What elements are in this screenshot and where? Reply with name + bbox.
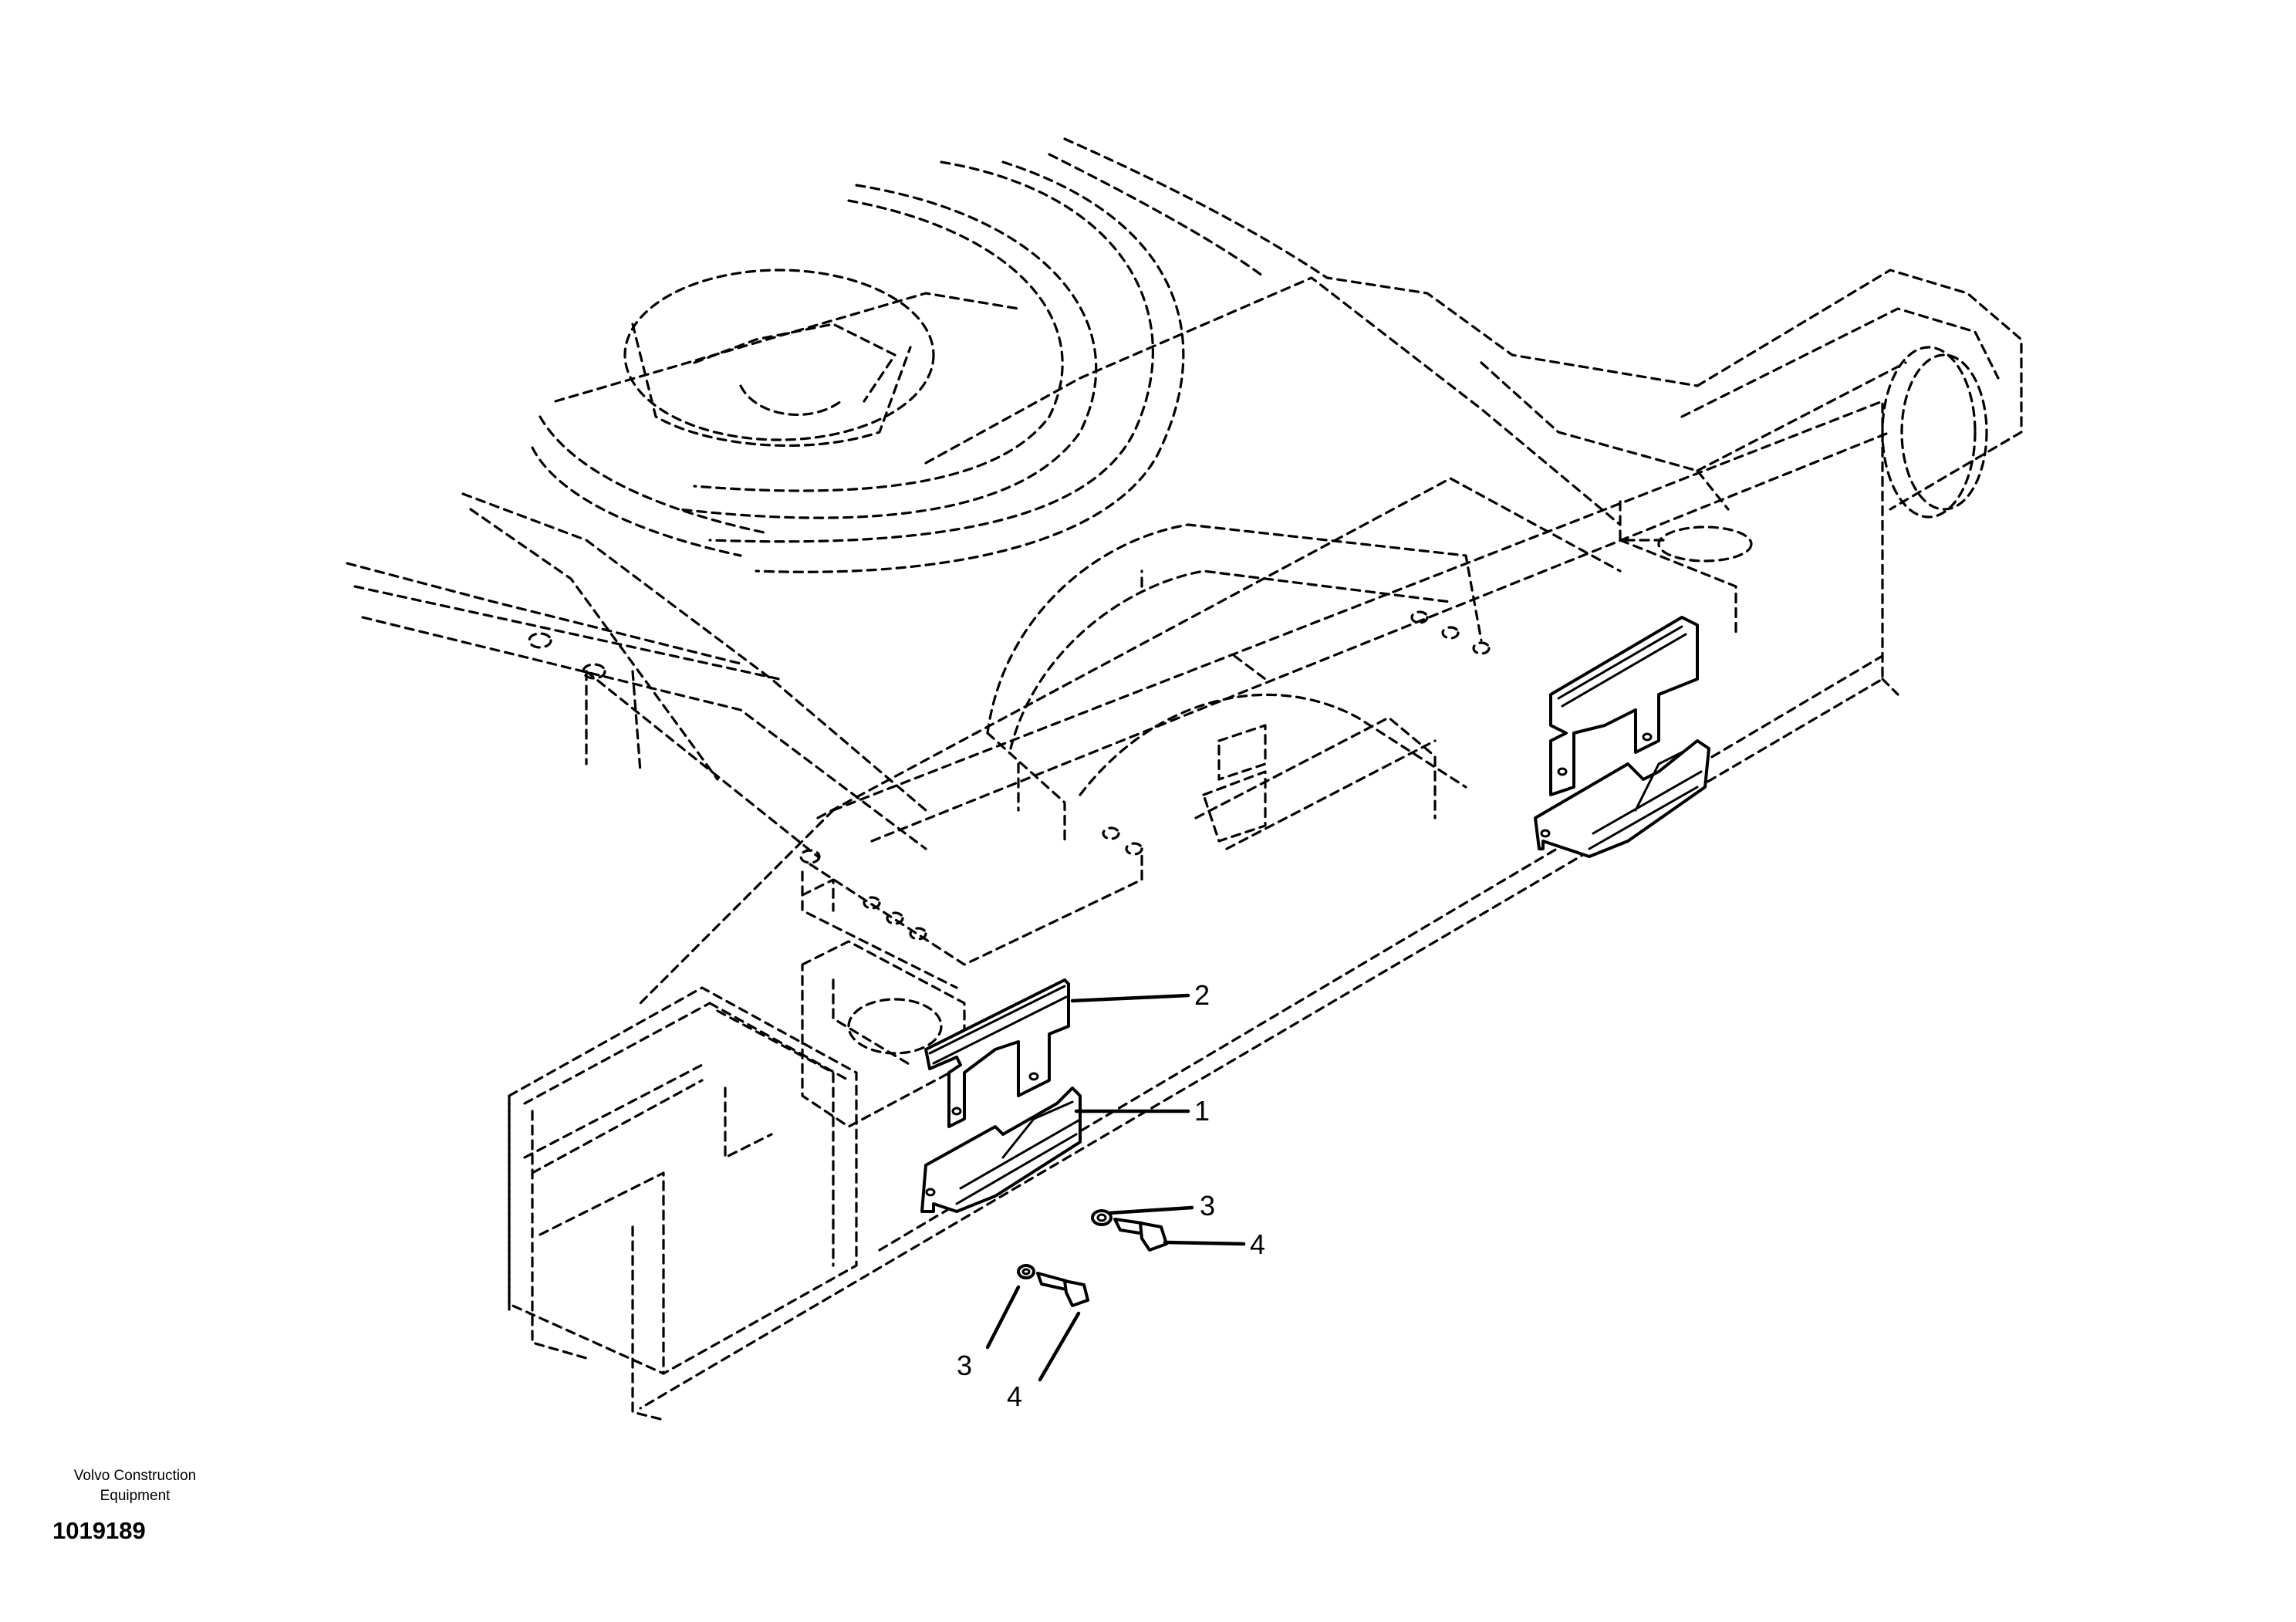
callout-3-upper: 3 bbox=[1200, 1190, 1215, 1222]
step-tread-part-1 bbox=[920, 1086, 1082, 1213]
bolt-part-4-upper bbox=[1113, 1218, 1168, 1252]
callout-4-upper: 4 bbox=[1250, 1228, 1265, 1260]
title-block: Volvo Construction Equipment 1019189 bbox=[46, 1466, 224, 1545]
washer-part-3-lower bbox=[1017, 1264, 1035, 1279]
callout-4-lower: 4 bbox=[1007, 1380, 1022, 1412]
step-bracket-part-2 bbox=[924, 978, 1070, 1128]
callouts: 2 1 3 4 3 4 bbox=[957, 979, 1265, 1412]
leader-lines bbox=[985, 993, 1246, 1382]
callout-2: 2 bbox=[1194, 979, 1210, 1011]
company-name-line-2: Equipment bbox=[100, 1488, 171, 1504]
bolt-part-4-lower bbox=[1036, 1272, 1089, 1307]
callout-1: 1 bbox=[1194, 1095, 1210, 1127]
washer-part-3-upper bbox=[1091, 1209, 1113, 1226]
company-name-line-1: Volvo Construction bbox=[73, 1468, 197, 1484]
undercarriage-frame bbox=[346, 137, 2023, 1421]
callout-3-lower: 3 bbox=[957, 1350, 972, 1381]
step-assembly-rear bbox=[1534, 616, 1710, 858]
drawing-number: 1019189 bbox=[52, 1517, 146, 1544]
